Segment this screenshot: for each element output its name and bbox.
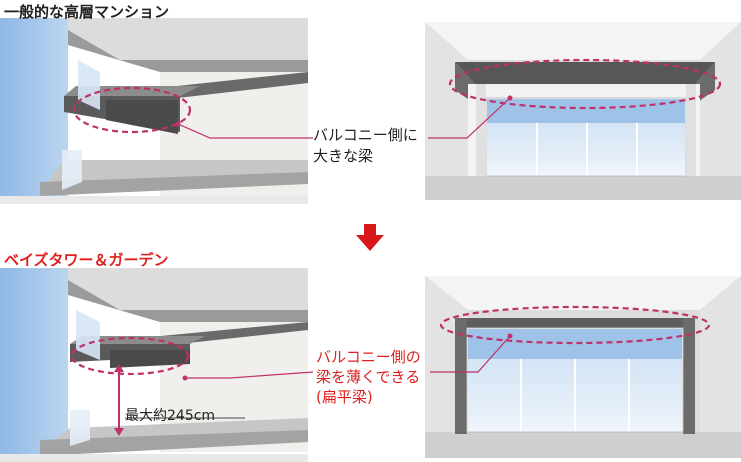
callout-text-conventional: バルコニー側に 大きな梁	[313, 125, 418, 167]
leader-line	[428, 97, 511, 139]
callout-line: 大きな梁	[313, 147, 374, 165]
callout-bottom	[70, 305, 711, 381]
callout-line: バルコニー側に	[313, 126, 418, 144]
callout-line: (扁平梁)	[316, 388, 373, 406]
beam-highlight-ellipse	[448, 58, 722, 110]
callout-line: バルコニー側の	[316, 348, 421, 366]
section-title-bays-tower: ベイズタワー＆ガーデン	[4, 251, 169, 269]
section-title-conventional: 一般的な高層マンション	[4, 3, 170, 21]
callout-line: 梁を薄くできる	[316, 368, 421, 386]
ceiling-height-label: 最大約245cm	[125, 408, 216, 424]
leader-line	[177, 123, 313, 139]
interior-view-flat-beam	[425, 276, 741, 458]
callout-top	[72, 58, 722, 139]
down-arrow-icon	[356, 224, 384, 251]
height-dimension-arrow	[114, 364, 245, 436]
beam-highlight-ellipse	[72, 86, 192, 134]
beam-highlight-ellipse	[439, 305, 711, 345]
exterior-view-conventional	[0, 18, 308, 204]
leader-line	[185, 371, 314, 379]
beam-highlight-ellipse	[70, 336, 190, 376]
leader-line	[430, 335, 511, 373]
exterior-view-flat-beam	[0, 268, 308, 462]
interior-view-conventional	[425, 22, 741, 200]
callout-text-flat-beam: バルコニー側の 梁を薄くできる (扁平梁)	[316, 347, 421, 407]
